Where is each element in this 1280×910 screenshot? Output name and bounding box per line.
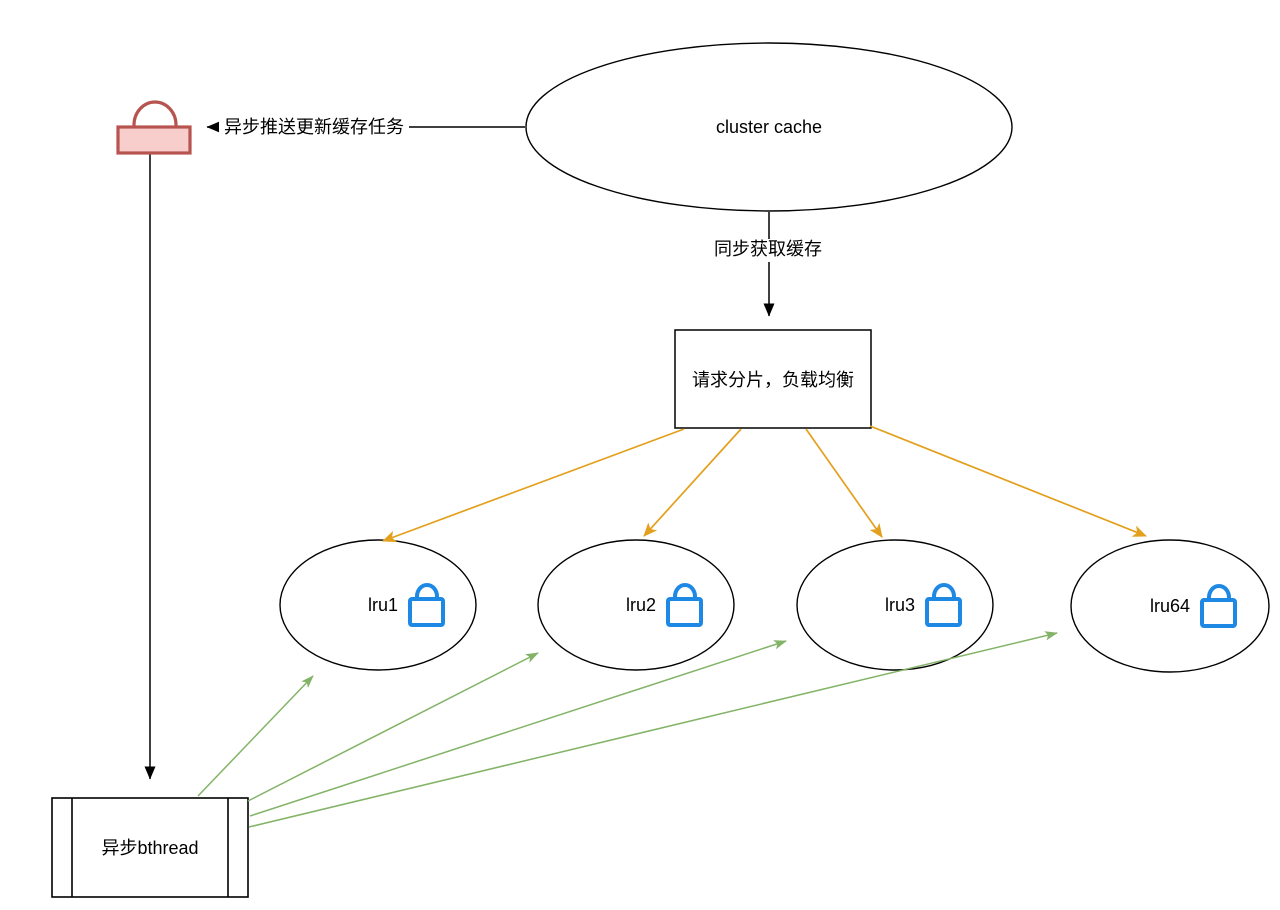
green-arrow-lru3 — [249, 640, 787, 817]
lock-icon — [1200, 584, 1237, 628]
lru3-ellipse — [796, 539, 994, 671]
lru3-lock-shackle — [932, 583, 956, 599]
lru2-ellipse — [537, 539, 735, 671]
shard-to-lru-arrows — [382, 425, 1147, 543]
orange-arrow-lru64 — [869, 425, 1147, 537]
lru3-lock-body — [925, 597, 962, 627]
lock-icon — [116, 100, 192, 155]
lru2-label: lru2 — [626, 595, 656, 615]
cluster-cache-ellipse — [525, 42, 1013, 212]
lru64-label: lru64 — [1150, 596, 1190, 616]
node-lru3: lru3 — [796, 539, 994, 671]
bthread-box-rect — [51, 797, 249, 898]
green-arrow-lru64 — [248, 631, 1058, 828]
bthread-box-label: 异步bthread — [101, 838, 198, 858]
shard-box-rect — [674, 329, 872, 429]
lru64-lock-shackle — [1207, 584, 1231, 600]
node-lru64: lru64 — [1070, 539, 1270, 673]
edge-sync-get-label: 同步获取缓存 — [714, 239, 822, 259]
lru2-lock-body — [666, 597, 703, 627]
red-lock-body — [116, 125, 192, 155]
black-edges — [144, 121, 775, 780]
node-shard-box: 请求分片，负载均衡 — [674, 329, 872, 429]
lru1-lock-body — [408, 597, 445, 627]
shard-box-label: 请求分片，负载均衡 — [692, 370, 854, 390]
cluster-cache-label: cluster cache — [716, 117, 822, 137]
lru3-label: lru3 — [885, 595, 915, 615]
lru2-lock-shackle — [673, 583, 697, 599]
edge-async-push-label-bg — [219, 115, 409, 138]
lru64-lock-body — [1200, 598, 1237, 628]
orange-arrow-lru3 — [805, 428, 883, 538]
lru1-label: lru1 — [368, 595, 398, 615]
red-lock-shackle — [132, 100, 178, 128]
bthread-to-lru-arrows — [197, 631, 1058, 828]
lock-icon — [925, 583, 962, 627]
node-cluster-cache: cluster cache — [525, 42, 1013, 212]
lock-icon — [408, 583, 445, 627]
node-bthread-box: 异步bthread — [51, 797, 249, 898]
lru-nodes: lru1 lru2 lru3 lru64 — [279, 539, 1270, 673]
orange-arrow-lru2 — [643, 428, 742, 537]
lru64-ellipse — [1070, 539, 1270, 673]
orange-arrow-lru1 — [382, 428, 685, 543]
green-arrow-lru1 — [197, 675, 314, 797]
node-lru2: lru2 — [537, 539, 735, 671]
node-lru1: lru1 — [279, 539, 477, 671]
edge-sync-get-label-bg — [709, 239, 827, 262]
lock-icon — [666, 583, 703, 627]
edge-async-push-label: 异步推送更新缓存任务 — [224, 117, 404, 137]
lru1-ellipse — [279, 539, 477, 671]
green-arrow-lru2 — [247, 652, 539, 802]
lru1-lock-shackle — [415, 583, 439, 599]
